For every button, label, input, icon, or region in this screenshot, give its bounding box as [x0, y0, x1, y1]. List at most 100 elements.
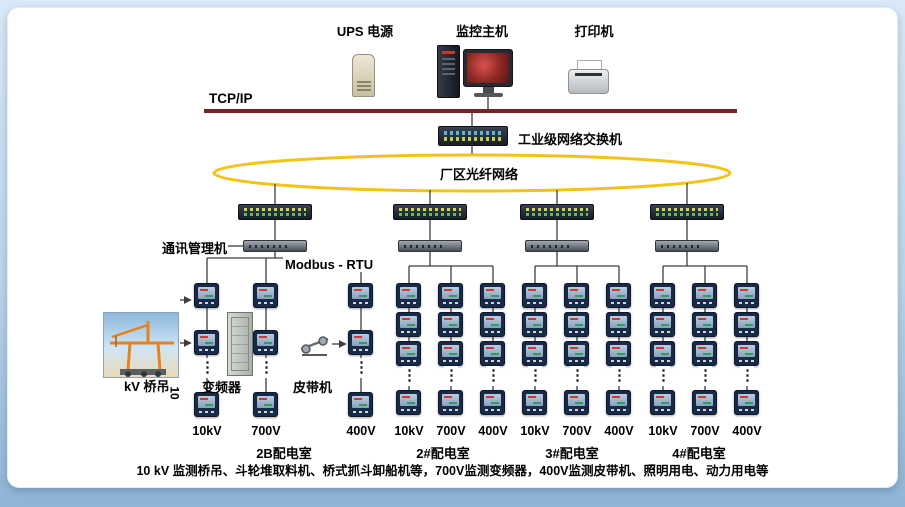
distribution-switch-device	[393, 204, 467, 220]
meter-screen	[568, 345, 585, 357]
crane-photo	[103, 312, 179, 378]
printer-device	[568, 60, 609, 94]
meter-screen	[610, 287, 627, 299]
meter-screen	[568, 287, 585, 299]
power-meter	[522, 283, 547, 308]
crane-label: kV 桥吊	[124, 379, 170, 394]
power-meter	[253, 283, 278, 308]
meter-screen	[442, 287, 459, 299]
monitor-base	[474, 93, 503, 97]
meter-screen	[738, 316, 755, 328]
meter-screen	[352, 334, 369, 346]
power-meter	[522, 312, 547, 337]
meter-screen	[610, 345, 627, 357]
voltage-label: 10kV	[520, 424, 550, 438]
meter-screen	[526, 316, 543, 328]
voltage-label: 700V	[562, 424, 592, 438]
industrial-switch-device	[438, 126, 508, 146]
meter-screen	[484, 316, 501, 328]
power-meter	[734, 312, 759, 337]
crane-icon	[110, 321, 174, 377]
inverter-cabinet	[227, 312, 253, 376]
group-name-label: 2#配电室	[416, 446, 470, 461]
meter-screen	[654, 394, 671, 406]
voltage-label: 700V	[436, 424, 466, 438]
power-meter	[692, 341, 717, 366]
printer-body	[568, 69, 609, 94]
power-meter	[480, 312, 505, 337]
meter-screen	[352, 287, 369, 299]
voltage-label: 700V	[690, 424, 720, 438]
voltage-label: 700V	[251, 424, 281, 438]
voltage-label: 10kV	[192, 424, 222, 438]
switch-ports	[656, 208, 718, 211]
meter-screen	[654, 287, 671, 299]
power-meter	[734, 341, 759, 366]
meter-screen	[654, 345, 671, 357]
power-meter	[734, 390, 759, 415]
tcpip-label: TCP/IP	[209, 91, 253, 106]
power-meter	[606, 341, 631, 366]
ellipsis-more-meters: ⋮	[612, 366, 627, 386]
power-meter	[650, 283, 675, 308]
ellipsis-more-meters: ⋮	[528, 366, 543, 386]
switch-ports	[244, 213, 306, 216]
switch-ports	[526, 213, 588, 216]
power-meter	[396, 283, 421, 308]
meter-screen	[400, 287, 417, 299]
power-meter	[194, 283, 219, 308]
meter-screen	[738, 287, 755, 299]
ellipsis-more-meters: ⋮	[259, 358, 274, 378]
switch-ports	[399, 213, 461, 216]
comm-manager-device	[655, 240, 719, 252]
switch-ports	[444, 131, 502, 135]
power-meter	[564, 390, 589, 415]
power-meter	[396, 341, 421, 366]
power-meter	[522, 390, 547, 415]
power-meter	[438, 341, 463, 366]
meter-screen	[610, 316, 627, 328]
power-meter	[396, 390, 421, 415]
meter-screen	[198, 334, 215, 346]
ellipsis-more-meters: ⋮	[200, 358, 215, 378]
ups-device	[352, 54, 375, 97]
meter-screen	[526, 345, 543, 357]
meter-screen	[400, 345, 417, 357]
meter-screen	[257, 396, 274, 408]
power-meter	[606, 312, 631, 337]
meter-screen	[257, 287, 274, 299]
modbus-label: Modbus - RTU	[283, 257, 376, 272]
meter-screen	[696, 345, 713, 357]
power-meter	[650, 341, 675, 366]
fiber-ring-label: 厂区光纤网络	[424, 164, 534, 183]
switch-ports	[526, 208, 588, 211]
power-meter	[480, 390, 505, 415]
group-name-label: 3#配电室	[545, 446, 599, 461]
comm-manager-device	[243, 240, 307, 252]
meter-screen	[352, 396, 369, 408]
host-monitor-device	[463, 49, 513, 87]
ellipsis-more-meters: ⋮	[444, 366, 459, 386]
meter-screen	[696, 287, 713, 299]
power-meter	[692, 312, 717, 337]
voltage-label: 10kV	[648, 424, 678, 438]
belt-machine	[298, 330, 331, 357]
power-meter	[606, 390, 631, 415]
power-meter	[348, 392, 373, 417]
meter-screen	[198, 396, 215, 408]
host-label: 监控主机	[455, 24, 508, 39]
comm-manager-device	[525, 240, 589, 252]
voltage-label: 400V	[346, 424, 376, 438]
meter-screen	[442, 394, 459, 406]
crane-label-10: 10	[167, 386, 182, 400]
meter-screen	[738, 345, 755, 357]
power-meter	[348, 283, 373, 308]
meter-screen	[610, 394, 627, 406]
power-meter	[564, 341, 589, 366]
industrial-switch-label: 工业级网络交换机	[518, 132, 623, 147]
printer-label: 打印机	[574, 24, 614, 39]
meter-screen	[442, 345, 459, 357]
power-meter	[606, 283, 631, 308]
meter-screen	[738, 394, 755, 406]
